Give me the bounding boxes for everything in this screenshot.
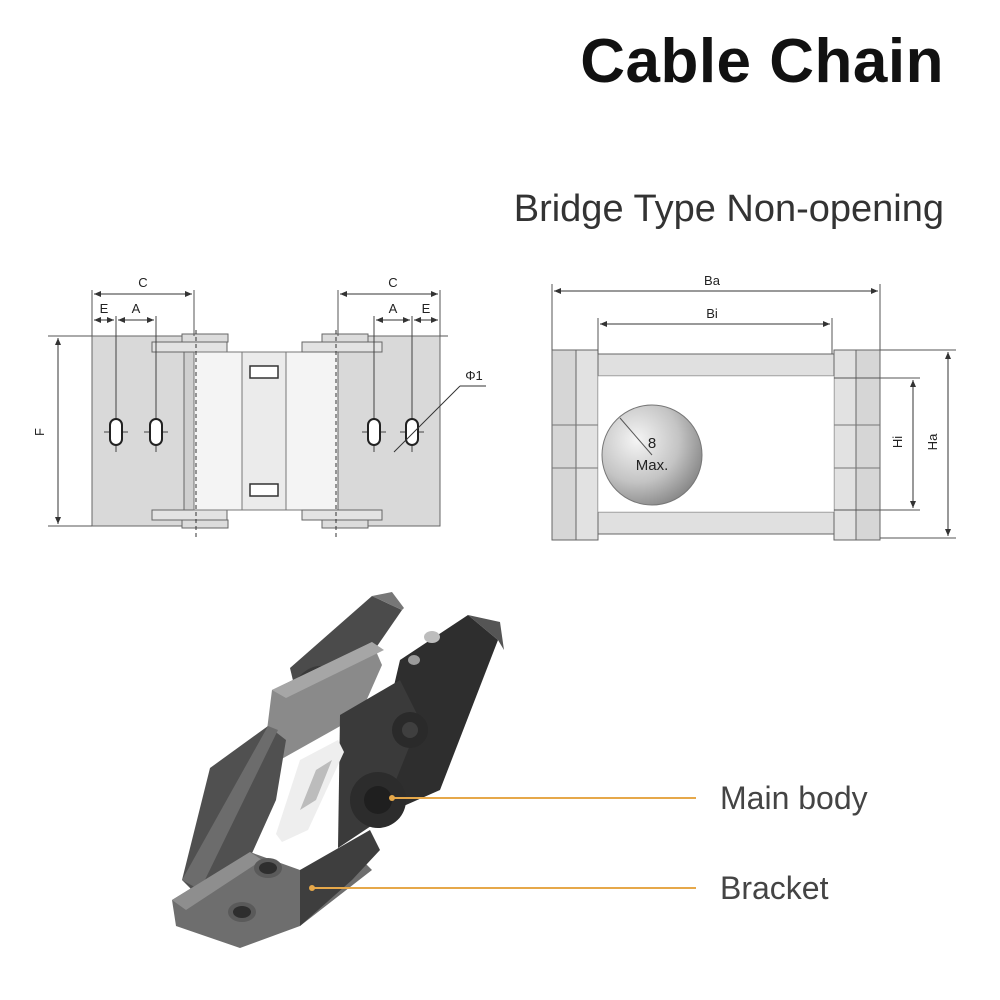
cross-section-drawing: 8 Max. Ba Bi Hi Ha xyxy=(551,273,956,541)
dim-label-bi: Bi xyxy=(706,306,718,321)
cable-chain-illustration xyxy=(172,592,504,948)
dim-label-phi: Φ1 xyxy=(465,368,483,383)
top-crossbar xyxy=(597,353,835,377)
dim-label-e-right: E xyxy=(422,301,431,316)
dim-label-c-left: C xyxy=(138,275,147,290)
bottom-crossbar xyxy=(597,511,835,535)
page-title: Cable Chain xyxy=(580,27,944,96)
dim-label-c-right: C xyxy=(388,275,397,290)
right-link-plate xyxy=(337,335,441,527)
dim-label-a-left: A xyxy=(132,301,141,316)
mounting-holes-left xyxy=(104,316,168,452)
dim-label-e-left: E xyxy=(100,301,109,316)
left-link-plate xyxy=(91,335,193,527)
max-diameter-text: Max. xyxy=(636,457,669,474)
max-diameter-value: 8 xyxy=(648,435,656,452)
dim-label-a-right: A xyxy=(389,301,398,316)
main-body-callout: Main body xyxy=(720,780,868,816)
dim-label-ba: Ba xyxy=(704,273,721,288)
dim-label-ha: Ha xyxy=(925,433,940,450)
dim-label-hi: Hi xyxy=(890,436,905,448)
bracket-callout: Bracket xyxy=(720,870,829,906)
page-subtitle: Bridge Type Non-opening xyxy=(513,188,944,230)
mounting-holes-right xyxy=(362,316,424,452)
side-view-drawing: C E A C A E F Φ1 xyxy=(32,275,486,540)
dim-label-f: F xyxy=(32,428,47,436)
